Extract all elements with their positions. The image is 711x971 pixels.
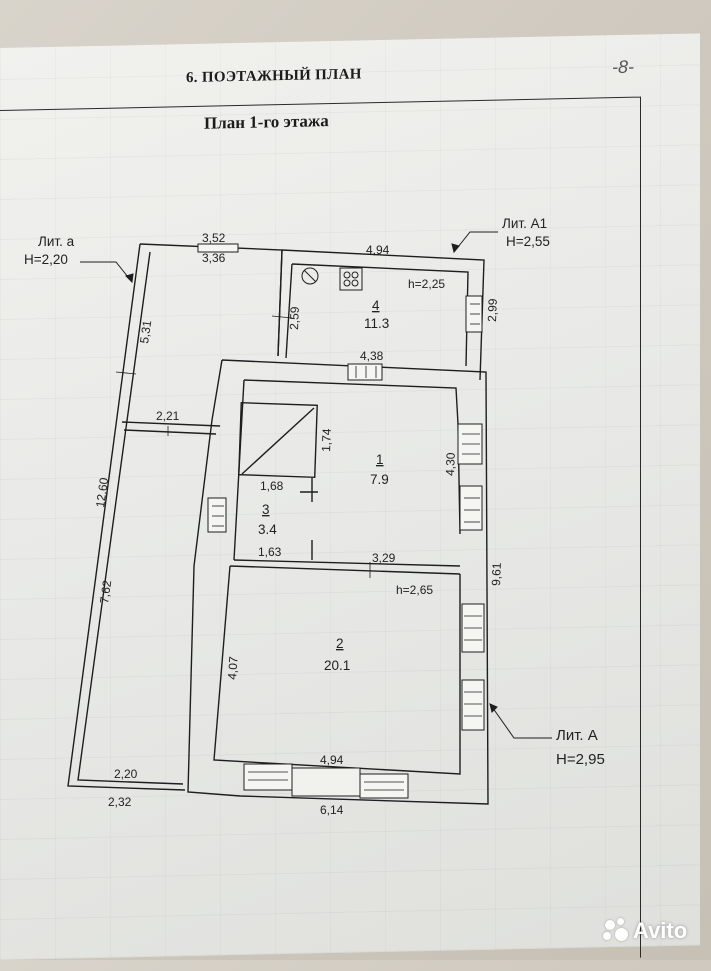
window-lit-a-top bbox=[197, 243, 239, 253]
dim-259: 2,59 bbox=[287, 306, 302, 330]
window-left bbox=[207, 497, 227, 533]
boiler-icon bbox=[301, 267, 319, 285]
window-room4-top bbox=[347, 363, 383, 381]
wall-main-outer bbox=[187, 359, 489, 805]
room-4-height: h=2,25 bbox=[408, 277, 445, 291]
label-lit-a: Лит. А bbox=[556, 727, 598, 744]
label-lit-a-h: H=2,95 bbox=[556, 751, 605, 768]
storage-diagonal bbox=[241, 407, 315, 475]
wall-room4-left-inner bbox=[285, 263, 293, 359]
room-3-number: 3 bbox=[262, 502, 270, 517]
wall-lit-a-divider bbox=[121, 421, 221, 427]
room-2-area: 20.1 bbox=[324, 658, 350, 673]
dim-494-bottom: 4,94 bbox=[320, 753, 344, 767]
dim-438: 4,38 bbox=[360, 349, 384, 363]
dim-174: 1,74 bbox=[319, 428, 334, 452]
room-2-height: h=2,65 bbox=[396, 583, 433, 597]
wall-room4-inner bbox=[291, 263, 469, 367]
avito-watermark: Avito bbox=[603, 918, 687, 944]
dim-336: 3,36 bbox=[202, 251, 226, 265]
dim-163: 1,63 bbox=[258, 545, 282, 559]
room-4-area: 11.3 bbox=[364, 316, 389, 331]
dim-614: 6,14 bbox=[320, 803, 344, 817]
wall-lit-a-left bbox=[67, 243, 186, 791]
dim-221: 2,21 bbox=[156, 409, 180, 423]
dim-961: 9,61 bbox=[489, 562, 504, 586]
wall-room4-outer bbox=[281, 249, 485, 381]
dim-762: 7,62 bbox=[97, 579, 114, 604]
avito-logo-icon bbox=[603, 918, 629, 944]
window-room2-bottom bbox=[243, 763, 293, 791]
dim-531: 5,31 bbox=[137, 319, 154, 344]
room-1-number: 1 bbox=[376, 452, 384, 467]
dim-494-top: 4,94 bbox=[366, 243, 390, 257]
window-room2-right2 bbox=[461, 679, 485, 731]
label-lit-a1-h: H=2,55 bbox=[506, 234, 550, 249]
dim-430: 4,30 bbox=[443, 452, 458, 476]
wall-room4-left bbox=[277, 249, 283, 357]
stove-icon bbox=[339, 267, 363, 291]
window-room1-right2 bbox=[459, 485, 483, 531]
dim-232: 2,32 bbox=[108, 795, 132, 809]
label-lit-a-small-h: H=2,20 bbox=[24, 252, 68, 267]
wall-main-inner-top bbox=[243, 379, 459, 425]
dim-220: 2,20 bbox=[114, 767, 138, 781]
wall-room2-top bbox=[229, 565, 461, 575]
dim-168: 1,68 bbox=[260, 479, 284, 493]
room-4-number: 4 bbox=[372, 298, 380, 313]
wall-lit-a-inner bbox=[77, 251, 184, 785]
wall-lit-a-divider2 bbox=[123, 429, 217, 435]
room-2-number: 2 bbox=[336, 636, 344, 651]
dim-352: 3,52 bbox=[202, 231, 226, 245]
window-room2-bottom2 bbox=[359, 773, 409, 799]
room-1-area: 7.9 bbox=[370, 472, 389, 487]
room-3-area: 3.4 bbox=[258, 522, 277, 537]
label-lit-a1: Лит. А1 bbox=[502, 216, 547, 231]
storage-box bbox=[238, 401, 318, 479]
dim-329: 3,29 bbox=[372, 551, 396, 565]
wall-room1-bottom bbox=[233, 559, 461, 567]
door-bottom bbox=[291, 767, 361, 797]
dim-299: 2,99 bbox=[485, 298, 500, 322]
wall-room2-inner bbox=[213, 565, 461, 775]
dim-1260: 12,60 bbox=[93, 476, 111, 508]
avito-watermark-text: Avito bbox=[633, 918, 688, 943]
dim-407: 4,07 bbox=[225, 656, 241, 681]
label-lit-a-small: Лит. а bbox=[38, 234, 75, 249]
